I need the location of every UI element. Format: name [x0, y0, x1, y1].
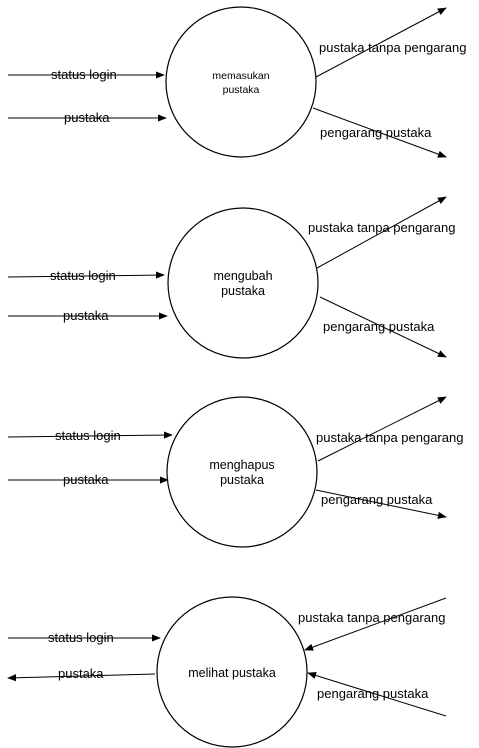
flow-label-pustaka-tanpa-pengarang: pustaka tanpa pengarang: [308, 220, 455, 235]
process-label-line2: pustaka: [223, 84, 260, 96]
process-circle: [156, 596, 308, 748]
flow-label-pustaka-tanpa-pengarang: pustaka tanpa pengarang: [319, 40, 466, 55]
process-label-line1: memasukan: [212, 70, 269, 82]
flow-label-status-login: status login: [48, 630, 114, 645]
process-memasukan-pustaka: memasukan pustaka status login pustaka p…: [8, 6, 466, 158]
flow-pustaka-tanpa-pengarang-in: [304, 597, 447, 651]
process-label-line1: menghapus: [209, 458, 274, 472]
flow-pengarang-pustaka-out: [312, 107, 447, 158]
flow-pengarang-pustaka-in: [307, 671, 447, 717]
flow-label-pustaka-tanpa-pengarang: pustaka tanpa pengarang: [298, 610, 445, 625]
flow-label-pustaka: pustaka: [58, 666, 104, 681]
flow-pustaka-out: [7, 673, 156, 682]
flow-label-status-login: status login: [55, 428, 121, 443]
process-label: melihat pustaka: [188, 666, 276, 680]
process-circle: [165, 6, 317, 158]
process-label-line2: pustaka: [221, 284, 265, 298]
flow-pustaka-tanpa-pengarang-out: [316, 196, 447, 269]
flow-label-pengarang-pustaka: pengarang pustaka: [317, 686, 429, 701]
flow-label-status-login: status login: [51, 67, 117, 82]
flow-pengarang-pustaka-out: [315, 489, 447, 519]
process-melihat-pustaka: melihat pustaka status login pustaka pus…: [7, 596, 447, 748]
process-circle: [166, 396, 318, 548]
flow-label-status-login: status login: [50, 268, 116, 283]
flow-label-pengarang-pustaka: pengarang pustaka: [323, 319, 435, 334]
process-label-line2: pustaka: [220, 473, 264, 487]
flow-status-login-in: [7, 431, 173, 439]
flow-pustaka-tanpa-pengarang-out: [315, 7, 447, 78]
flow-status-login-in: [7, 271, 165, 279]
process-label-line1: mengubah: [213, 269, 272, 283]
flow-label-pengarang-pustaka: pengarang pustaka: [320, 125, 432, 140]
flow-label-pustaka: pustaka: [63, 308, 109, 323]
flow-label-pengarang-pustaka: pengarang pustaka: [321, 492, 433, 507]
flow-pengarang-pustaka-out: [319, 296, 447, 358]
process-mengubah-pustaka: mengubah pustaka status login pustaka pu…: [7, 196, 455, 359]
process-circle: [167, 207, 319, 359]
flow-pustaka-tanpa-pengarang-out: [317, 396, 447, 462]
flow-label-pustaka-tanpa-pengarang: pustaka tanpa pengarang: [316, 430, 463, 445]
flow-label-pustaka: pustaka: [64, 110, 110, 125]
process-menghapus-pustaka: menghapus pustaka status login pustaka p…: [7, 396, 463, 548]
flow-label-pustaka: pustaka: [63, 472, 109, 487]
